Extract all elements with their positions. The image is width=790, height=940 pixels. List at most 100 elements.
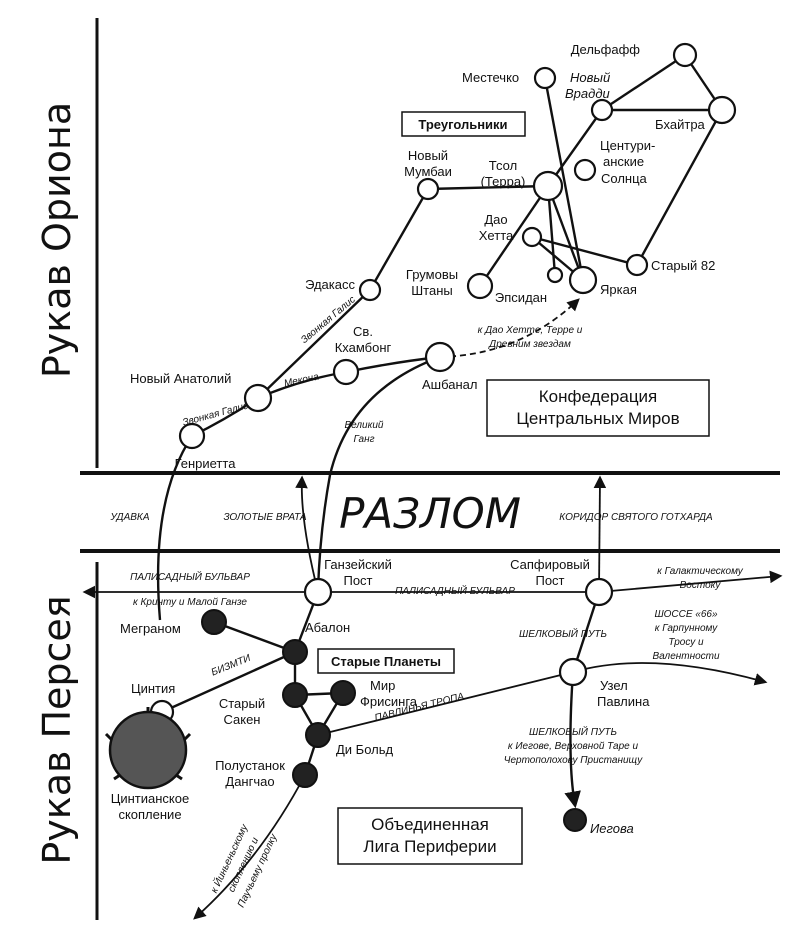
node-cyntian-cluster (108, 710, 188, 790)
triangles-box: Треугольники (401, 111, 526, 137)
node-edakass (358, 278, 382, 302)
label-sapphire-post-1: Сапфировый (510, 557, 590, 572)
route-gothard: КОРИДОР СВЯТОГО ГОТХАРДА (559, 512, 713, 523)
route-udavka: УДАВКА (109, 512, 149, 523)
label-centurian-1: Центури- (600, 138, 655, 153)
route-great-ganga-1: Великий (345, 420, 384, 431)
node-old-saken (282, 682, 308, 708)
label-new-mumbai-1: Новый (408, 148, 448, 163)
node-new-mumbai (416, 177, 440, 201)
label-old-saken-1: Старый (219, 696, 265, 711)
node-megranom (201, 609, 227, 635)
label-iegova: Иегова (590, 821, 634, 836)
label-hanse-post-1: Ганзейский (324, 557, 392, 572)
svg-text:Лига Периферии: Лига Периферии (363, 837, 496, 856)
label-sapphire-post-2: Пост (535, 573, 564, 588)
label-old82: Старый 82 (651, 258, 715, 273)
route-mekona: Мекона (283, 371, 320, 389)
label-cyntia: Цинтия (131, 681, 175, 696)
route-highway-2: к Гарпунному (655, 623, 719, 634)
node-uzel-pavlina (558, 657, 588, 687)
perseus-nodes (104, 577, 614, 832)
svg-text:Рукав Персея: Рукав Персея (35, 595, 79, 864)
label-delphaff: Дельфафф (571, 42, 641, 57)
route-to-dao-1: к Дао Хетте, Терре и (478, 325, 583, 336)
label-dangchao-1: Полустанок (215, 758, 285, 773)
node-sapphire-post (584, 577, 614, 607)
node-old82 (625, 253, 649, 277)
rift-title: РАЗЛОМ (339, 489, 521, 538)
node-yarkaya (568, 265, 598, 295)
label-centurian-3: Солнца (601, 171, 648, 186)
label-uzel-pavlina-2: Павлина (597, 694, 650, 709)
label-kkhambong-1: Св. (353, 324, 373, 339)
node-tsol (532, 170, 564, 202)
label-new-anatoly: Новый Анатолий (130, 371, 231, 386)
svg-text:Конфедерация: Конфедерация (539, 387, 658, 406)
route-to-galactic-1: к Галактическому (657, 566, 744, 577)
node-epsidan (546, 266, 564, 284)
node-new-anatoly (243, 383, 273, 413)
route-silk-road: ШЕЛКОВЫЙ ПУТЬ (519, 627, 607, 640)
node-bhaitra (707, 95, 737, 125)
league-box: Объединенная Лига Периферии (337, 807, 523, 865)
svg-text:Объединенная: Объединенная (371, 815, 489, 834)
svg-text:Рукав Ориона: Рукав Ориона (35, 102, 79, 378)
label-mir-frisinga-1: Мир (370, 678, 395, 693)
orion-routes (156, 53, 724, 621)
old-planets-box: Старые Планеты (317, 648, 455, 674)
route-palisade-mid: ПАЛИСАДНЫЙ БУЛЬВАР (395, 584, 515, 597)
label-dangchao-2: Дангчао (225, 774, 274, 789)
label-hanse-post-2: Пост (343, 573, 372, 588)
label-cyntian-1: Цинтианское (111, 791, 189, 806)
label-new-vraddi-2: Врадди (565, 86, 610, 101)
perseus-region-label: Рукав Персея (35, 562, 99, 920)
node-mir-frisinga (330, 680, 356, 706)
node-kkhambong (332, 358, 360, 386)
node-dao-hetta (521, 226, 543, 248)
svg-text:Центральных Миров: Центральных Миров (516, 409, 679, 428)
node-mestechko (533, 66, 557, 90)
label-dao-hetta-1: Дао (484, 212, 507, 227)
route-to-galactic-2: Востоку (680, 580, 722, 591)
node-ashbanal (424, 341, 456, 373)
label-abalon: Абалон (305, 620, 350, 635)
svg-text:Треугольники: Треугольники (418, 117, 507, 132)
svg-text:Старые Планеты: Старые Планеты (331, 654, 441, 669)
node-hanse-post (303, 577, 333, 607)
route-zvonkaya-galis-upper: Звонкая Галис (299, 294, 358, 346)
label-cyntian-2: скопление (118, 807, 181, 822)
confederation-box: Конфедерация Центральных Миров (486, 379, 710, 437)
label-tsol-2: (Терра) (481, 174, 526, 189)
route-silk-to-1: к Иегове, Верховной Таре и (508, 741, 639, 752)
label-yarkaya: Яркая (600, 282, 637, 297)
label-edakass: Эдакасс (305, 277, 355, 292)
label-new-mumbai-2: Мумбаи (404, 164, 452, 179)
node-abalon (282, 639, 308, 665)
label-bhaitra: Бхайтра (655, 117, 706, 132)
label-grumovy-2: Штаны (411, 283, 452, 298)
node-dangchao (292, 762, 318, 788)
route-silk-road-2: ШЕЛКОВЫЙ ПУТЬ (529, 725, 617, 738)
label-dao-hetta-2: Хетта (479, 228, 514, 243)
route-to-dao-2: Древним звездам (488, 339, 571, 350)
label-tsol-1: Тсол (489, 158, 517, 173)
label-kkhambong-2: Кхамбонг (335, 340, 392, 355)
label-centurian-2: анские (603, 154, 644, 169)
node-di-bold (305, 722, 331, 748)
label-di-bold: Ди Больд (336, 742, 394, 757)
label-new-vraddi-1: Новый (570, 70, 610, 85)
route-silk-to-2: Чертополохову Пристанищу (504, 755, 644, 766)
label-megranom: Меграном (120, 621, 181, 636)
node-grumovy (466, 272, 494, 300)
node-genrietta (178, 422, 206, 450)
node-centurian-suns (573, 158, 597, 182)
label-grumovy-1: Грумовы (406, 267, 458, 282)
route-palisade-1: ПАЛИСАДНЫЙ БУЛЬВАР (130, 570, 250, 583)
label-epsidan: Эпсидан (495, 290, 547, 305)
node-iegova (563, 808, 587, 832)
orion-nodes (178, 42, 737, 450)
route-great-ganga-2: Ганг (353, 434, 374, 445)
route-palisade-2: к Кринту и Малой Ганзе (133, 597, 247, 608)
route-golden-gates: ЗОЛОТЫЕ ВРАТА (223, 512, 306, 523)
